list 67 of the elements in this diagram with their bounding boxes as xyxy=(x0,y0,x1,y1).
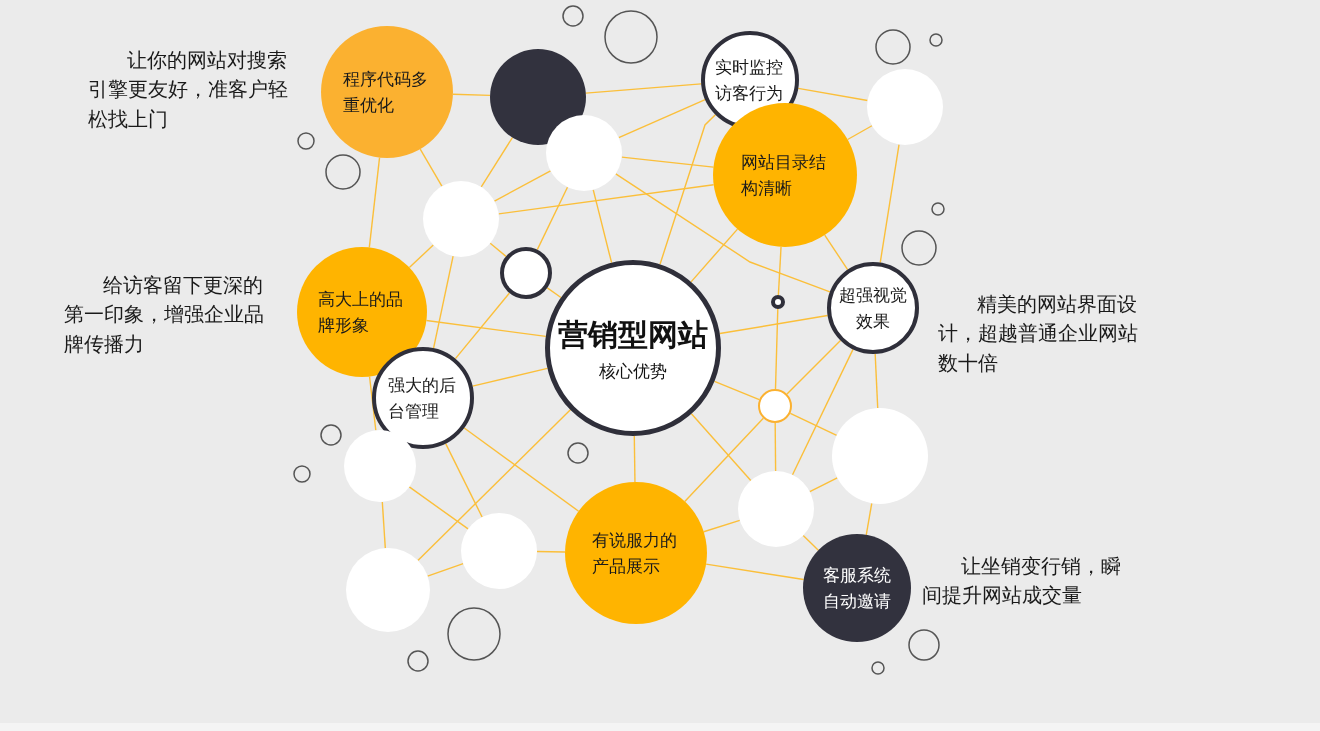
connector-line xyxy=(802,534,820,551)
connector-line xyxy=(791,348,854,476)
circle-node xyxy=(500,247,552,299)
topic-label: 程序代码多重优化 xyxy=(343,67,429,117)
connector-line xyxy=(489,242,507,258)
connector-line xyxy=(368,156,381,249)
connector-line xyxy=(585,83,702,94)
connector-line xyxy=(615,173,831,293)
topic-label: 网站目录结构清晰 xyxy=(741,150,827,200)
connector-line xyxy=(381,501,386,549)
description-text: 给访客留下更深的第一印象，增强企业品牌传播力 xyxy=(64,273,265,358)
connector-line xyxy=(659,113,717,265)
connector-line xyxy=(879,143,900,264)
connector-line xyxy=(408,244,434,269)
connector-line xyxy=(846,125,873,141)
connector-line xyxy=(777,246,782,296)
connector-line xyxy=(797,87,869,102)
connector-line xyxy=(480,136,514,188)
description-text: 精美的网站界面设计，超越普通企业网站数十倍 xyxy=(938,292,1139,377)
connector-line xyxy=(703,519,741,533)
connector-line xyxy=(536,186,569,251)
connector-line xyxy=(454,292,511,360)
description-text: 让你的网站对搜索引擎更友好，准客户轻松找上门 xyxy=(88,48,289,133)
topic-label: 有说服力的产品展示 xyxy=(592,528,678,578)
connector-line xyxy=(713,380,760,401)
connector-line xyxy=(592,189,613,264)
connector-line xyxy=(471,367,549,387)
connector-line xyxy=(633,435,636,483)
circle-node xyxy=(758,389,792,423)
topic-label: 客服系统自动邀请 xyxy=(822,563,892,613)
connector-line xyxy=(546,287,562,299)
center-title: 营销型网站 xyxy=(557,315,709,354)
connector-line xyxy=(789,412,838,437)
connector-line xyxy=(425,319,547,338)
topic-label: 实时监控访客行为 xyxy=(715,55,784,105)
connector-line xyxy=(690,413,752,482)
connector-line xyxy=(786,339,842,395)
circle-node xyxy=(423,181,499,257)
connector-line xyxy=(865,502,873,536)
connector-line xyxy=(618,99,706,139)
connector-line xyxy=(426,562,464,577)
connector-line xyxy=(497,184,715,215)
connector-line xyxy=(809,477,838,493)
topic-label: 强大的后台管理 xyxy=(388,373,457,423)
connector-line xyxy=(417,409,572,562)
connector-line xyxy=(705,563,805,581)
connector-line xyxy=(824,234,849,271)
connector-line xyxy=(445,443,483,518)
topic-label: 高大上的品牌形象 xyxy=(318,287,404,337)
connector-line xyxy=(621,156,715,168)
connector-line xyxy=(536,550,566,553)
circle-node xyxy=(771,295,785,309)
connector-line xyxy=(408,486,469,530)
description-text: 让坐销变行销，瞬间提升网站成交量 xyxy=(922,554,1122,610)
center-subtitle: 核心优势 xyxy=(598,360,668,384)
connector-line xyxy=(463,427,580,512)
topic-label: 超强视觉效果 xyxy=(838,283,908,333)
connector-line xyxy=(452,93,491,97)
connector-line xyxy=(684,417,765,503)
connector-line xyxy=(690,228,739,283)
connector-line xyxy=(719,314,829,335)
connector-line xyxy=(432,255,454,349)
connector-line xyxy=(774,422,777,472)
connector-line xyxy=(874,353,879,409)
connector-line xyxy=(493,170,552,202)
connector-line xyxy=(774,308,779,390)
connector-line xyxy=(419,148,443,187)
